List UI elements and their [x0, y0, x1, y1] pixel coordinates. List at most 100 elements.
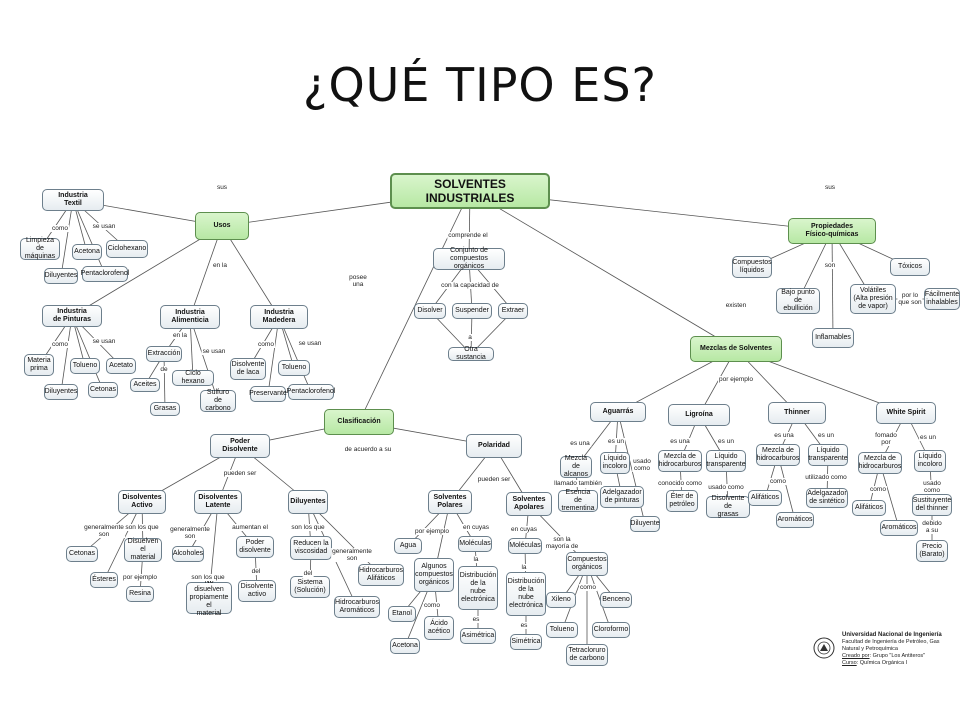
node-adelgazador-pinturas: Adelgazador de pinturas [600, 486, 644, 508]
link-label-capacidad: con la capacidad de [440, 282, 500, 289]
node-tetracloruro: Tetracloruro de carbono [566, 644, 608, 666]
link-label-se-usan-t: se usan [91, 223, 117, 230]
edge-dis-activo-to-esteres [103, 501, 143, 581]
slide-title: ¿QUÉ TIPO ES? [303, 58, 657, 112]
link-label-formado: fomado por [874, 432, 898, 446]
link-label-como-t: como [51, 225, 69, 232]
credits-created-value: : Grupo "Los Antiteros" [869, 653, 926, 659]
node-mezcla-alcanos: Mezcla de alcanos [560, 455, 592, 478]
credits-block: Universidad Nacional de Ingeniería Facul… [812, 632, 952, 667]
edge-ind-pinturas-to-diluyentes2 [60, 315, 73, 393]
link-label-sus2: sus [823, 184, 837, 191]
node-suspender: Suspender [452, 303, 492, 319]
node-mezcla-hc1: Mezcla de hidrocarburos [658, 450, 702, 472]
edge-ind-alimenticia-to-sulfuro [189, 316, 219, 402]
link-label-conocido: conocido como [657, 480, 703, 487]
node-polaridad: Polaridad [466, 434, 522, 458]
node-no-disuelven: No disuelven propiamente el material [186, 578, 232, 617]
node-poder-disolvente: Poder Disolvente [210, 434, 270, 458]
edge-propiedades-to-inflamables [831, 230, 834, 339]
node-conjunto: Conjunto de compuestos orgánicos [433, 247, 505, 270]
node-white-spirit: White Spirit [876, 402, 936, 424]
link-label-son-pr: son [823, 262, 837, 269]
node-hc-alifaticos: Hidrocarburos Alifáticos [358, 564, 404, 586]
link-label-es-un-ag: es un [607, 438, 625, 445]
node-ind-alimenticia: Industria Alimenticia [160, 305, 220, 329]
link-label-como-ap: como [579, 584, 597, 591]
node-disolvente-activo: Disolvente activo [238, 580, 276, 602]
node-benceno: Benceno [600, 592, 632, 608]
edge-ind-pinturas-to-cetonas1 [71, 315, 104, 391]
edge-usos-to-ind-pinturas [71, 225, 223, 317]
link-label-son-los-que1: son los que [124, 524, 160, 531]
node-limpieza: Limpieza de máquinas [20, 237, 60, 260]
node-alifaticos1: Alifáticos [748, 490, 782, 506]
link-label-se-usan-p: se usan [91, 338, 117, 345]
node-bajo-punto: Bajo punto de ebullición [776, 288, 820, 314]
node-distribucion2: Distribución de la nube electrónica [506, 572, 546, 616]
node-aromaticos2: Aromáticos [880, 520, 918, 536]
link-label-usado-como-ws: usado como [918, 480, 946, 494]
edge-extraccion-to-grasas [163, 353, 166, 410]
node-pentaclorofenol1: Pentaclorofenol [81, 266, 129, 282]
node-liquido-incoloro1: Líquido incoloro [600, 452, 630, 474]
node-disolvente-laca: Disolvente de laca [230, 358, 266, 380]
edge-ind-textil-to-pentaclorofenol1 [72, 199, 106, 275]
node-resina: Resina [126, 586, 154, 602]
link-label-debido: debido a su [921, 520, 943, 534]
link-label-de-a: de [159, 366, 169, 373]
node-mezcla-hc2: Mezcla de hidrocarburos [756, 444, 800, 466]
edge-root-to-mezclas [469, 190, 737, 350]
node-ciclohexano: Ciclohexano [106, 240, 148, 258]
node-sustituyente: Sustituyente del thinner [912, 494, 952, 516]
node-moleculas1: Moléculas [458, 536, 492, 552]
node-reducen-viscosidad: Reducen la viscosidad [290, 536, 332, 560]
link-label-pueden-ser1: pueden ser [222, 470, 258, 477]
node-adelgazador-sintetico: Adelgazador de sintético [806, 488, 848, 508]
node-aceites: Aceites [130, 378, 160, 392]
node-sistema: Sistema (Solución) [290, 576, 330, 598]
node-cetonas1: Cetonas [88, 382, 118, 398]
node-materia-prima: Materia prima [24, 354, 54, 376]
edge-diluyentes4-to-hc-alifaticos [307, 501, 382, 576]
node-sulfuro: Sulfuro de carbono [200, 389, 236, 412]
node-usos: Usos [195, 212, 249, 240]
link-label-son-los-que3: son los que [290, 524, 326, 531]
credits-course-label: Curso [842, 660, 857, 666]
node-mezcla-hc3: Mezcla de hidrocarburos [858, 452, 902, 474]
credits-university: Universidad Nacional de Ingeniería [842, 632, 942, 638]
node-grasas: Grasas [150, 402, 180, 416]
link-label-del2: del [302, 570, 314, 577]
link-label-generalmente-son3: generalmente son [331, 548, 373, 562]
node-diluyente3: Diluyente [630, 516, 660, 532]
link-label-generalmente-son1: generalmente son [83, 524, 125, 538]
node-acetona3: Acetona [390, 638, 420, 654]
link-label-como-th: como [769, 478, 787, 485]
node-acetona1: Acetona [72, 244, 102, 260]
node-ind-madedera: Industria Madedera [250, 305, 308, 329]
node-toxicos: Tóxicos [890, 258, 930, 276]
university-seal-icon [813, 637, 835, 659]
edge-ind-madedera-to-pentaclorofenol2 [278, 316, 312, 393]
node-tolueno3: Tolueno [546, 622, 578, 638]
node-ind-pinturas: Industria de Pinturas [42, 305, 102, 327]
edge-ind-madedera-to-preservante [267, 316, 280, 395]
link-label-llamado: llamado también [553, 480, 603, 487]
node-tolueno1: Tolueno [70, 358, 100, 374]
node-clasificacion: Clasificación [324, 409, 394, 435]
node-disolvente-grasas: Disolvente de grasas [706, 495, 750, 518]
node-alifaticos2: Alifáticos [852, 500, 886, 516]
node-liquido-incoloro2: Líquido incoloro [914, 450, 946, 472]
node-volatiles: Volátiles (Alta presión de vapor) [850, 284, 896, 314]
node-aromaticos1: Aromáticos [776, 512, 814, 528]
node-extraccion: Extracción [146, 346, 182, 362]
node-distribucion1: Distribución de la nube electrónica [458, 566, 498, 610]
node-disuelven-material: Disuelven el material [124, 538, 162, 562]
link-label-es-un-li: es un [717, 438, 735, 445]
link-label-como-ws: como [869, 486, 887, 493]
node-preservante: Preservante [249, 386, 287, 402]
node-propiedades: Propiedades Físico-químicas [788, 218, 876, 244]
link-label-la2: la [520, 564, 528, 571]
link-label-a: a [467, 334, 473, 341]
node-tolueno2: Tolueno [278, 360, 310, 376]
